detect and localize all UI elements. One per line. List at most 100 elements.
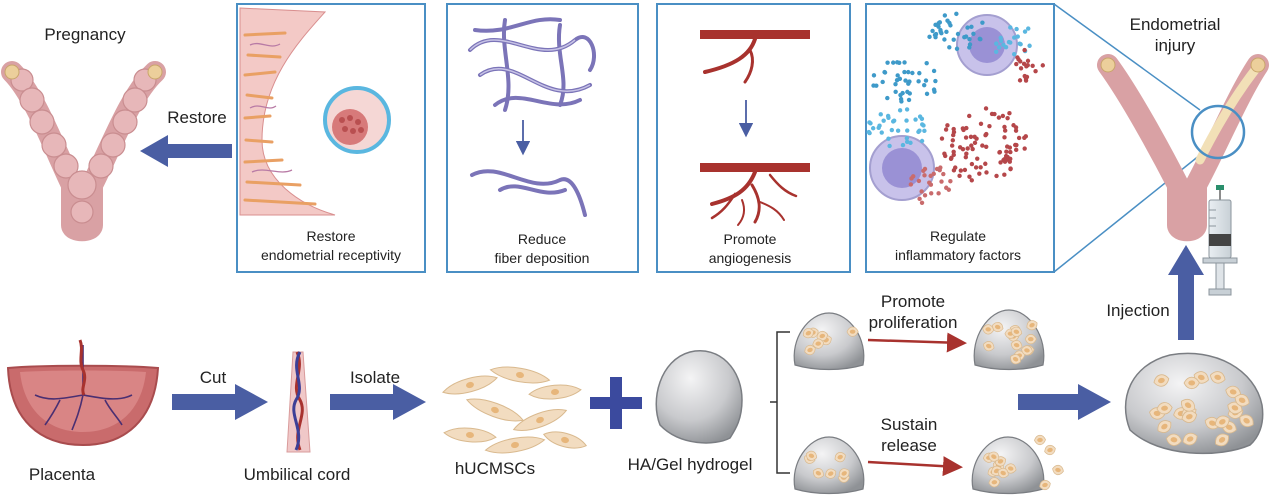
sustain-release-label-1: Sustain: [881, 415, 938, 434]
cytokine-dot: [1013, 125, 1019, 130]
cytokine-dot: [953, 165, 958, 170]
cytokine-dot: [1005, 144, 1010, 149]
promote-proliferation-label-2: proliferation: [869, 313, 958, 332]
cytokine-dot: [931, 68, 937, 74]
cytokine-dot: [917, 128, 922, 133]
cytokine-dot: [906, 97, 912, 103]
hydrogel-with-cells-bottom: [793, 436, 865, 495]
cytokine-dot: [943, 127, 949, 132]
stem-cell-icon: [1021, 345, 1033, 356]
cytokine-dot: [880, 79, 885, 85]
cytokine-dot: [942, 37, 947, 42]
cytokine-dot: [1013, 128, 1019, 133]
cytokine-dot: [1004, 149, 1009, 154]
cytokine-dot: [964, 125, 969, 131]
release-arrow: [867, 456, 963, 477]
cytokine-dot: [931, 171, 936, 177]
cytokine-dot: [950, 138, 956, 143]
cytokine-dot: [908, 182, 914, 187]
cytokine-dot: [933, 78, 938, 84]
cytokine-dot: [969, 178, 974, 183]
cytokine-dot: [871, 73, 877, 78]
cytokine-dot: [973, 165, 979, 170]
cytokine-dot: [933, 31, 939, 37]
cytokine-dot: [962, 167, 968, 173]
cytokine-dot: [1015, 55, 1020, 60]
cytokine-dot: [922, 128, 927, 134]
cytokine-dot: [1033, 68, 1038, 74]
cytokine-dot: [1013, 142, 1018, 148]
cytokine-dot: [924, 60, 929, 66]
hucmscs-cells-illustration: [442, 366, 588, 454]
stem-cell-icon: [1157, 420, 1172, 433]
stem-cell-icon: [1052, 464, 1064, 476]
cytokine-dot: [1012, 35, 1017, 40]
cytokine-dot: [905, 89, 910, 95]
cytokine-dot: [945, 123, 950, 128]
cytokine-dot: [900, 142, 906, 148]
umbilical-cord-illustration: [286, 351, 311, 453]
cytokine-dot: [984, 144, 989, 149]
cytokine-dot: [1022, 146, 1027, 151]
stem-cell-icon: [484, 436, 546, 454]
cytokine-dot: [904, 135, 910, 141]
cytokine-dot: [983, 106, 989, 111]
stem-cell-icon: [1239, 414, 1254, 428]
stem-cell-icon: [1153, 374, 1170, 387]
cytokine-dot: [984, 131, 989, 137]
stem-cell-icon: [528, 384, 582, 400]
stem-cell-icon: [1182, 432, 1198, 446]
stem-cell-icon: [1234, 394, 1250, 407]
cytokine-dot: [876, 125, 881, 131]
stem-cell-icon: [805, 450, 818, 461]
cytokine-dot: [909, 176, 914, 181]
cytokine-dot: [969, 143, 974, 148]
cytokine-dot: [937, 167, 942, 173]
sustain-release-label-2: release: [881, 436, 937, 455]
cytokine-dot: [942, 151, 947, 156]
stem-cell-icon: [1026, 320, 1038, 331]
stem-cell-icon: [834, 452, 846, 463]
cytokine-dot: [1017, 78, 1023, 83]
cytokine-dot: [939, 179, 944, 184]
cytokine-dot: [874, 83, 879, 88]
cytokine-dot: [1002, 128, 1008, 133]
cytokine-dot: [902, 69, 907, 75]
cytokine-dot: [998, 160, 1003, 165]
cytokine-dot: [1014, 26, 1019, 32]
cytokine-dot: [951, 152, 956, 158]
stem-cell-icon: [489, 366, 551, 384]
cytokine-dot: [906, 69, 911, 75]
placenta-label: Placenta: [29, 465, 96, 484]
cytokine-dot: [886, 136, 891, 141]
cytokine-dot: [897, 60, 902, 65]
sparse-fibers-icon: [470, 169, 587, 217]
cytokine-dot: [1026, 26, 1031, 31]
cytokine-dot: [997, 149, 1003, 155]
cytokine-dot: [936, 191, 941, 196]
cytokine-dot: [1025, 58, 1031, 64]
promote-proliferation-label-1: Promote: [881, 292, 945, 311]
stem-cell-icon: [442, 375, 498, 395]
stem-cell-icon: [1034, 434, 1046, 446]
cytokine-dot: [1018, 66, 1024, 71]
cytokine-dot: [994, 41, 999, 46]
stem-cell-icon: [1181, 398, 1196, 412]
stem-cell-icon: [802, 328, 814, 339]
cytokine-dot: [975, 156, 980, 161]
cytokine-dot: [941, 171, 946, 177]
stem-cell-icon: [812, 338, 825, 349]
cytokine-dot: [893, 81, 898, 87]
cytokine-dot: [1016, 135, 1022, 141]
cytokine-dot: [889, 127, 895, 133]
cytokine-dot: [916, 79, 921, 84]
umbilical-cord-label: Umbilical cord: [244, 465, 351, 484]
zoom-circle: [1190, 104, 1246, 160]
cytokine-dot: [978, 165, 983, 170]
cytokine-dot: [891, 118, 897, 123]
cytokine-dot: [923, 78, 929, 83]
injection-label: Injection: [1106, 301, 1169, 320]
cytokine-dot: [1030, 63, 1035, 68]
panel-1-line2: endometrial receptivity: [261, 247, 401, 263]
cytokine-dot: [949, 143, 955, 148]
